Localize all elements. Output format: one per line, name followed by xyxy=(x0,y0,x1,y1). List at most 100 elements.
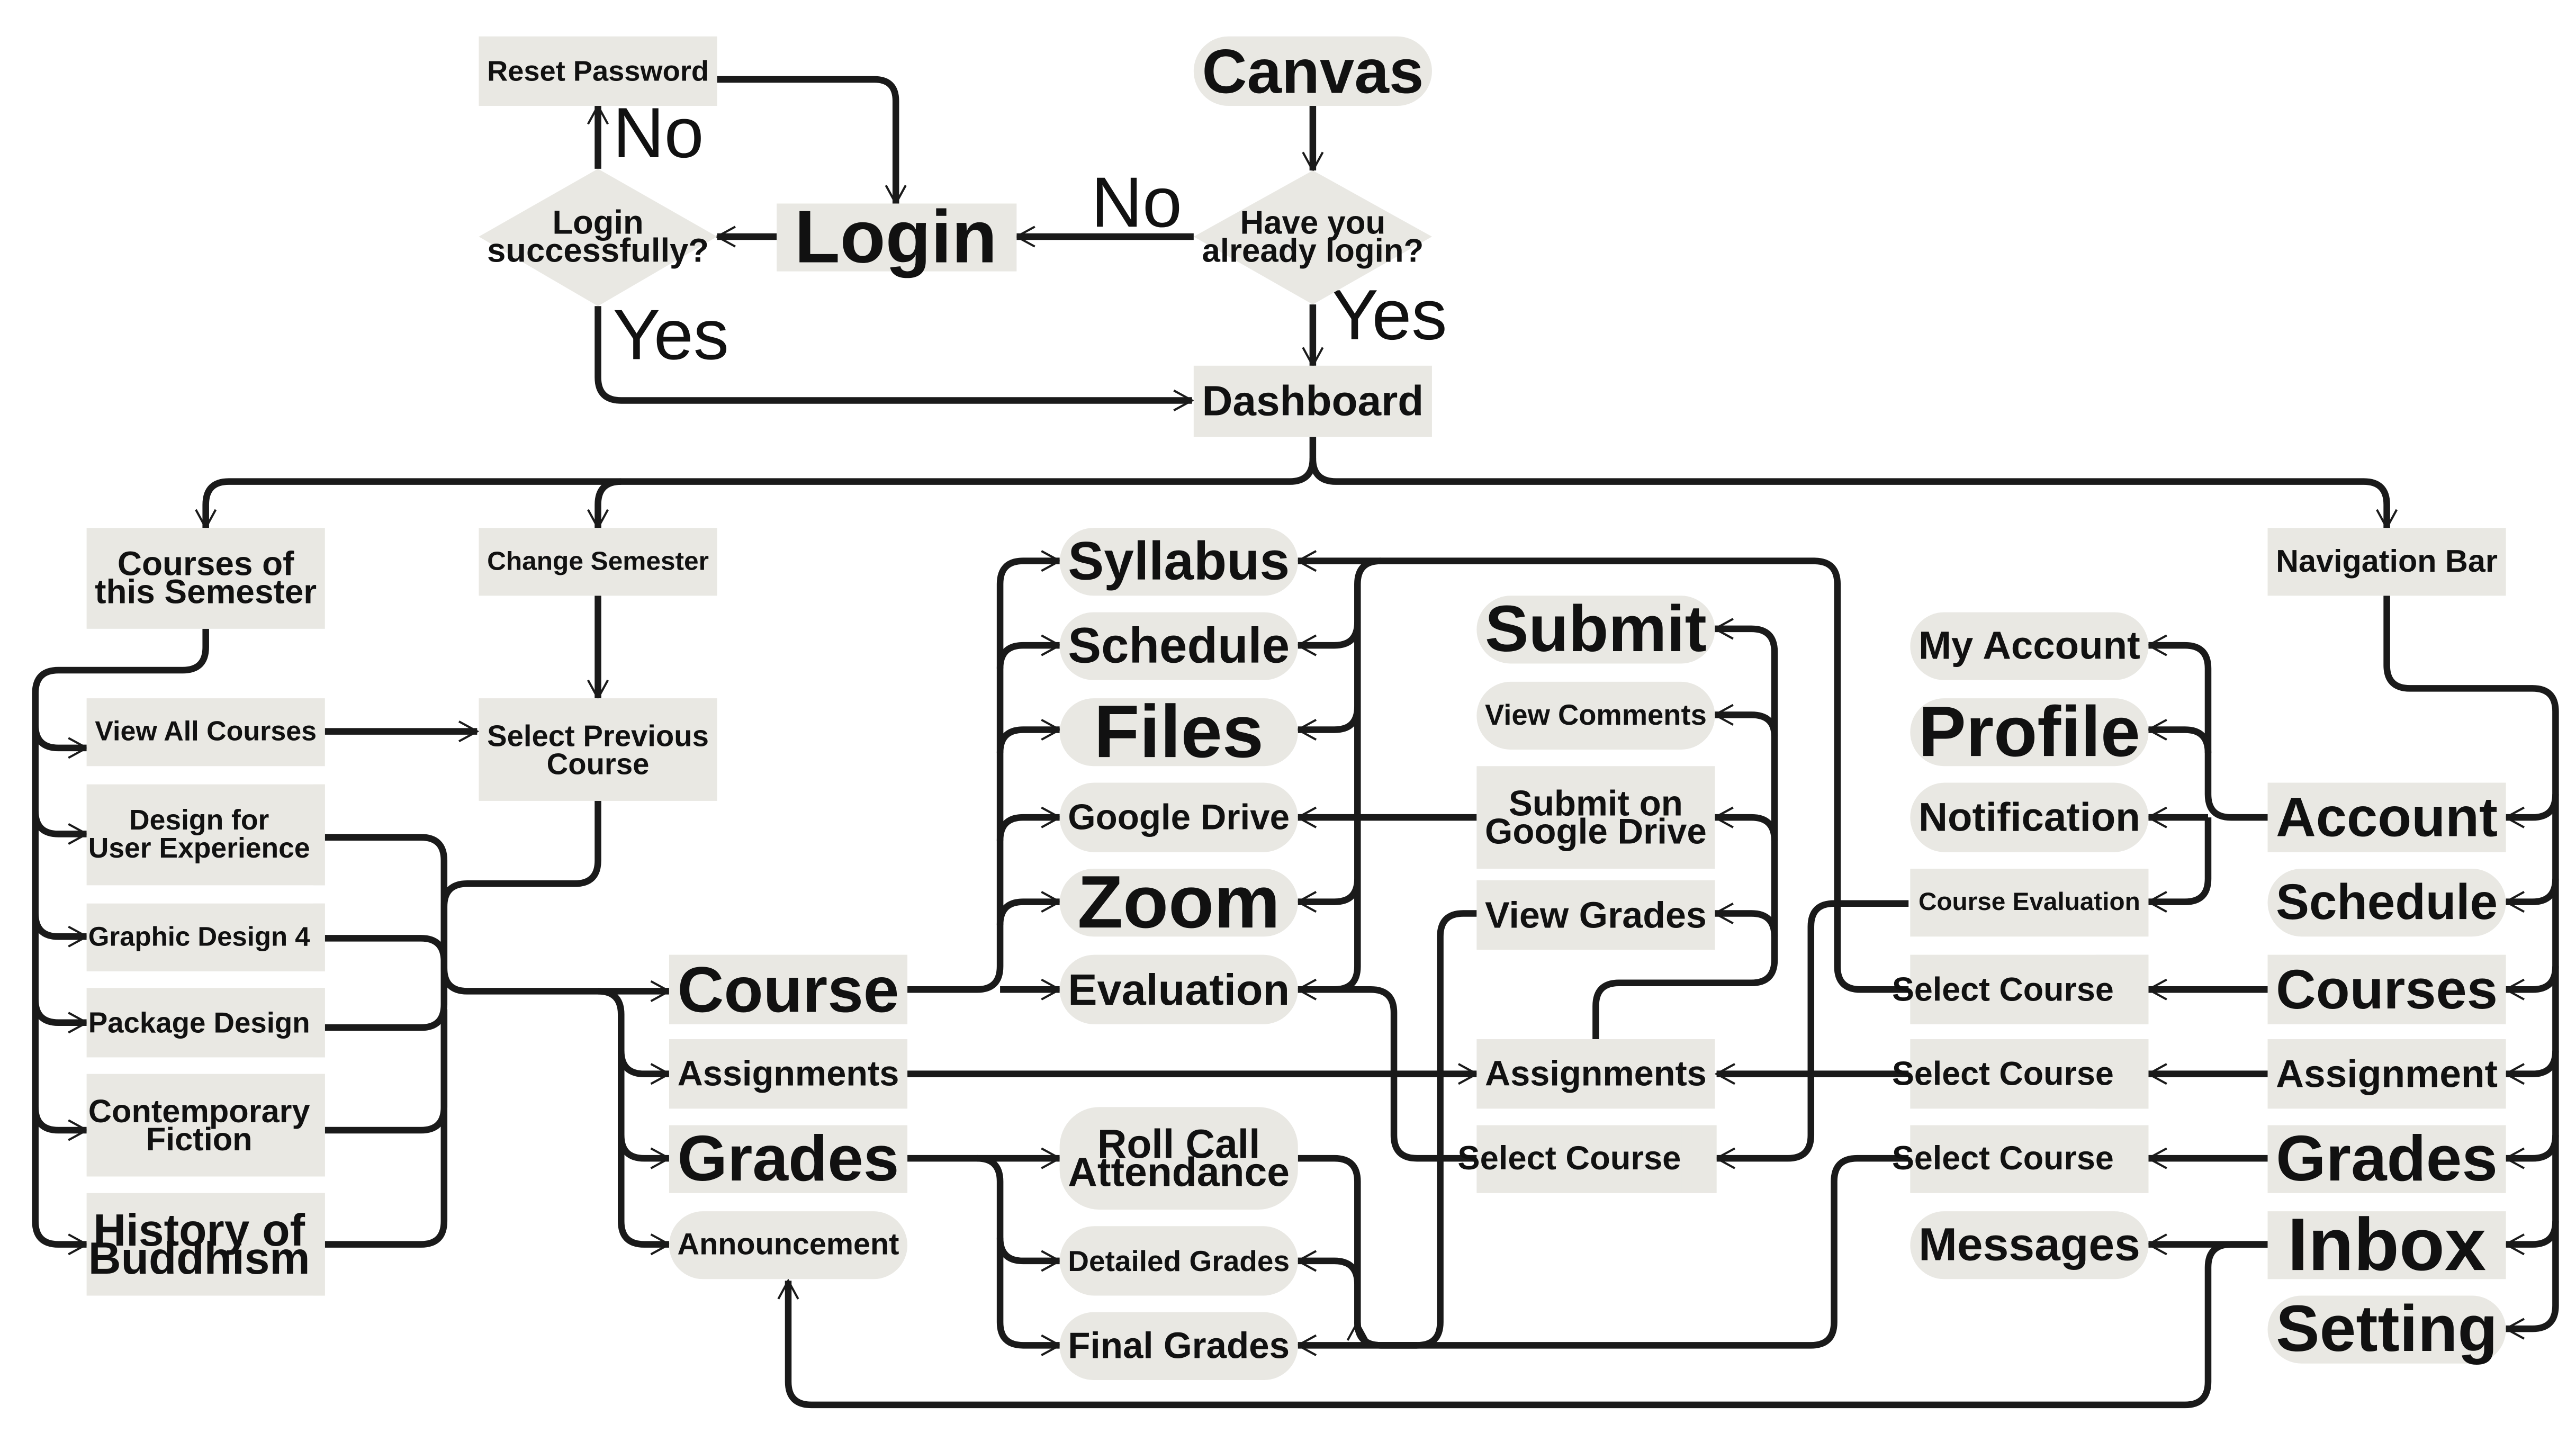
svg-text:View Comments: View Comments xyxy=(1485,699,1707,731)
change-semester-node[interactable]: Change Semester xyxy=(479,528,717,596)
nav-account-node[interactable]: Account xyxy=(2267,782,2506,852)
svg-text:Courses: Courses xyxy=(2276,959,2498,1021)
edge-to-announcement xyxy=(618,1135,672,1256)
assignments-hub-node[interactable]: Assignments xyxy=(1476,1039,1715,1109)
svg-text:Assignment: Assignment xyxy=(2276,1052,2498,1096)
edge-navbar-to-bus xyxy=(2383,596,2559,1340)
svg-text:Course: Course xyxy=(678,953,899,1025)
svg-text:Messages: Messages xyxy=(1919,1219,2140,1270)
view-grades-node[interactable]: View Grades xyxy=(1476,880,1715,950)
nav-setting-node[interactable]: Setting xyxy=(2267,1292,2506,1365)
svg-text:Final Grades: Final Grades xyxy=(1068,1324,1290,1366)
evaluation-node[interactable]: Evaluation xyxy=(1059,954,1298,1024)
course-evaluation-node[interactable]: Course Evaluation xyxy=(1910,869,2149,937)
zoom-node[interactable]: Zoom xyxy=(1059,860,1298,943)
navigation-bar-node[interactable]: Navigation Bar xyxy=(2267,528,2506,596)
profile-node[interactable]: Profile xyxy=(1910,691,2149,771)
svg-text:Select Course: Select Course xyxy=(1892,1056,2114,1093)
svg-text:Change Semester: Change Semester xyxy=(487,546,709,576)
svg-text:Reset Password: Reset Password xyxy=(487,55,709,87)
course-package-design[interactable]: Package Design xyxy=(86,988,325,1058)
canvas-start-node[interactable]: Canvas xyxy=(1193,36,1432,106)
dashboard-node[interactable]: Dashboard xyxy=(1193,365,1432,437)
login-node[interactable]: Login xyxy=(777,195,1017,278)
select-course-right-1-node[interactable]: Select Course xyxy=(1892,954,2149,1024)
reset-password-node[interactable]: Reset Password xyxy=(479,36,717,106)
edge-dux-to-course xyxy=(325,834,448,968)
edge-inbox-to-announcement xyxy=(777,1241,2268,1409)
edge-viewgrades-to-detailed xyxy=(1346,910,1477,1349)
svg-text:Schedule: Schedule xyxy=(1068,618,1290,673)
edge-bus-to-syllabus xyxy=(1295,550,1909,993)
view-comments-node[interactable]: View Comments xyxy=(1476,681,1715,750)
edge-course-to-files xyxy=(996,718,1062,753)
nav-grades-node[interactable]: Grades xyxy=(2267,1122,2506,1194)
edge-navbar-to-schedule xyxy=(2503,878,2559,913)
files-node[interactable]: Files xyxy=(1059,690,1298,773)
svg-text:Package Design: Package Design xyxy=(88,1006,310,1039)
edge-course-to-zoom xyxy=(996,891,1062,925)
view-all-courses-node[interactable]: View All Courses xyxy=(86,698,325,767)
my-account-node[interactable]: My Account xyxy=(1910,612,2149,680)
edge-account-to-my-account xyxy=(2146,634,2268,821)
edge-label-no-reset: No xyxy=(613,93,704,173)
edge-course-to-syllabus xyxy=(907,550,1062,993)
course-graphic-design-4[interactable]: Graphic Design 4 xyxy=(86,903,325,971)
svg-text:Announcement: Announcement xyxy=(678,1228,899,1261)
select-course-right-2-node[interactable]: Select Course xyxy=(1892,1039,2149,1109)
svg-text:View All Courses: View All Courses xyxy=(95,716,317,747)
edge-navbar-to-courses xyxy=(2503,966,2559,1001)
notification-node[interactable]: Notification xyxy=(1910,782,2149,852)
final-grades-node[interactable]: Final Grades xyxy=(1059,1312,1298,1380)
svg-text:Schedule: Schedule xyxy=(2276,874,2498,930)
edge-label-yes-check: Yes xyxy=(613,295,729,374)
submit-node[interactable]: Submit xyxy=(1476,592,1715,665)
nav-schedule-node[interactable]: Schedule xyxy=(2267,869,2506,937)
edge-to-view-comments xyxy=(1713,704,1778,737)
messages-node[interactable]: Messages xyxy=(1910,1211,2149,1279)
syllabus-node[interactable]: Syllabus xyxy=(1059,528,1298,596)
select-course-right-3-node[interactable]: Select Course xyxy=(1892,1125,2149,1193)
nav-assignment-node[interactable]: Assignment xyxy=(2267,1039,2506,1109)
schedule-page-node[interactable]: Schedule xyxy=(1059,612,1298,680)
google-drive-node[interactable]: Google Drive xyxy=(1059,782,1298,852)
edge-label-no-login: No xyxy=(1091,163,1182,242)
nav-courses-node[interactable]: Courses xyxy=(2267,954,2506,1024)
edge-navbar-to-assignment xyxy=(2503,1050,2559,1085)
detailed-grades-node[interactable]: Detailed Grades xyxy=(1059,1226,1298,1296)
nav-inbox-node[interactable]: Inbox xyxy=(2267,1203,2506,1286)
svg-text:My Account: My Account xyxy=(1919,624,2140,668)
edge-grades-to-detailed xyxy=(977,1155,1062,1272)
edge-grades-to-final xyxy=(996,1238,1062,1356)
svg-text:Assignments: Assignments xyxy=(1485,1055,1707,1094)
svg-text:Account: Account xyxy=(2276,787,2498,849)
svg-text:Files: Files xyxy=(1094,690,1264,773)
svg-text:Assignments: Assignments xyxy=(678,1055,899,1094)
svg-text:Detailed Grades: Detailed Grades xyxy=(1068,1245,1290,1277)
svg-text:Select Course: Select Course xyxy=(1892,971,2114,1008)
course-grades-node[interactable]: Grades xyxy=(669,1122,908,1194)
course-node[interactable]: Course xyxy=(669,953,908,1025)
select-course-middle-node[interactable]: Select Course xyxy=(1457,1125,1717,1193)
edge-dashboard-to-navbar xyxy=(1309,458,2398,530)
edge-check-to-dashboard xyxy=(595,306,1194,411)
edge-select-r3-to-final xyxy=(1295,1155,1909,1356)
announcement-node[interactable]: Announcement xyxy=(669,1211,908,1279)
edge-gd4-to-course xyxy=(325,935,448,962)
edge-courses-semester-to-view-all xyxy=(32,628,209,759)
course-assignments-node[interactable]: Assignments xyxy=(669,1039,908,1109)
